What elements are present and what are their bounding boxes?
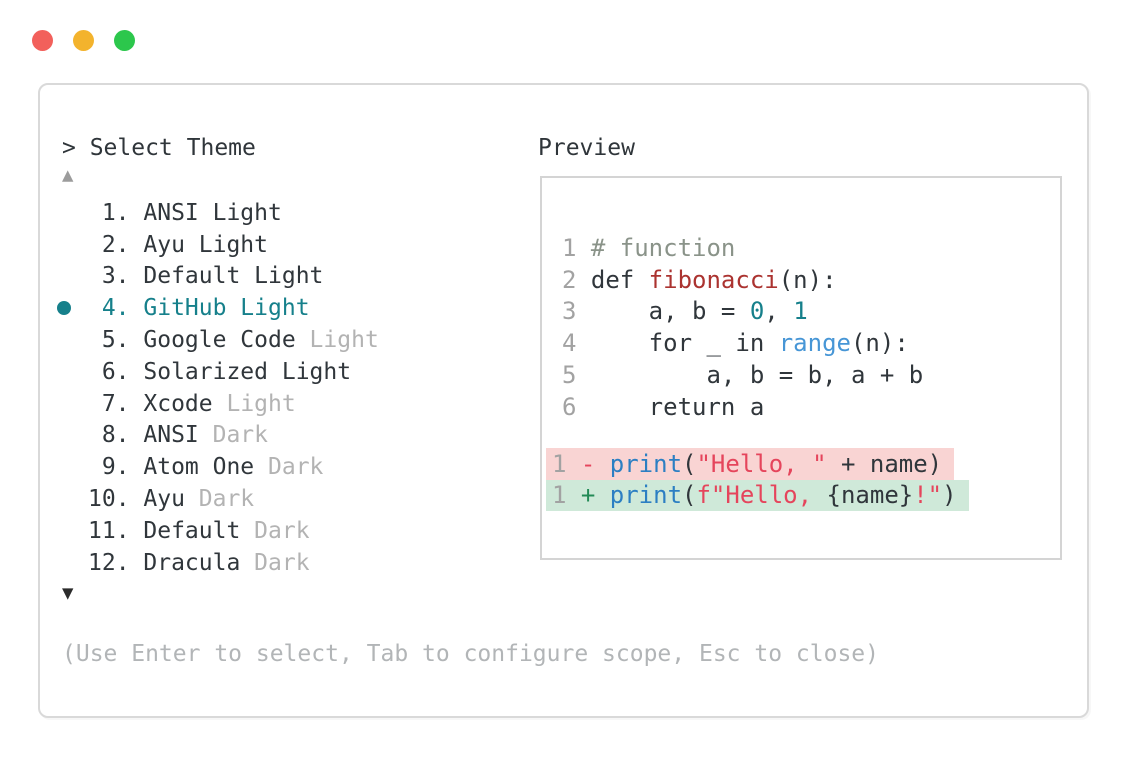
theme-number: 8. (101, 422, 130, 449)
code-line: 6 return a (562, 391, 1060, 423)
scroll-up-icon[interactable]: ▲ (62, 164, 74, 186)
theme-item-9[interactable]: 9. Atom One Dark (55, 451, 379, 483)
code-line: 3 a, b = 0, 1 (562, 296, 1060, 328)
code-line: 1 # function (562, 232, 1060, 264)
line-number: 6 (562, 392, 577, 421)
theme-number: 11. (88, 517, 130, 544)
theme-number: 1. (101, 199, 130, 226)
theme-picker-window: > Select Theme Preview ▲ 1. ANSI Light 2. A… (38, 83, 1089, 718)
diff-line-added: 1 + print(f"Hello, {name}!") (546, 479, 969, 512)
theme-name-variant: Dark (254, 454, 324, 481)
theme-name-variant: Dark (184, 486, 255, 513)
code-text: # function (590, 233, 736, 262)
code-text: - print("Hello, " + name) (580, 449, 943, 478)
theme-name: Ayu (143, 486, 185, 513)
code-text: a, b = b, a + b (590, 361, 924, 390)
code-line: 4 for _ in range(n): (562, 327, 1060, 359)
theme-name: Google Code (143, 327, 296, 354)
selection-marker (55, 301, 88, 316)
code-text: def fibonacci(n): (590, 265, 837, 294)
selected-bullet-icon (57, 301, 71, 316)
theme-number: 3. (101, 263, 130, 290)
scroll-down-icon[interactable]: ▼ (62, 582, 74, 604)
theme-name: Default Light (143, 263, 324, 290)
theme-name: Dracula (143, 549, 241, 576)
code-text: for _ in range(n): (590, 329, 909, 358)
line-number: 4 (562, 329, 577, 358)
diff-line-removed: 1 - print("Hello, " + name) (546, 447, 955, 480)
line-number: 5 (562, 361, 577, 390)
theme-item-5[interactable]: 5. Google Code Light (55, 324, 379, 356)
theme-item-12[interactable]: 12. Dracula Dark (55, 547, 379, 579)
line-number: 1 (552, 481, 567, 510)
theme-name-variant: Dark (240, 549, 310, 576)
code-text: a, b = 0, 1 (590, 297, 808, 326)
theme-number: 9. (101, 454, 130, 481)
theme-name-variant: Light (212, 390, 296, 417)
theme-name: ANSI (143, 422, 199, 449)
theme-item-1[interactable]: 1. ANSI Light (55, 197, 379, 229)
theme-number: 7. (101, 390, 130, 417)
theme-item-2[interactable]: 2. Ayu Light (55, 229, 379, 261)
line-number: 2 (562, 265, 577, 294)
theme-item-8[interactable]: 8. ANSI Dark (55, 420, 379, 452)
theme-number: 5. (101, 327, 130, 354)
minimize-button[interactable] (73, 30, 94, 51)
theme-name: Default (143, 517, 241, 544)
line-number: 3 (562, 297, 577, 326)
select-theme-prompt: > Select Theme (62, 135, 256, 161)
theme-item-6[interactable]: 6. Solarized Light (55, 356, 379, 388)
keyboard-hint: (Use Enter to select, Tab to configure s… (62, 641, 879, 667)
line-number: 1 (562, 233, 577, 262)
theme-name-variant: Dark (240, 517, 310, 544)
theme-name: GitHub Light (143, 295, 310, 322)
theme-item-4[interactable]: 4. GitHub Light (55, 292, 379, 324)
theme-number: 2. (101, 231, 130, 258)
code-line: 2 def fibonacci(n): (562, 264, 1060, 296)
theme-name: Xcode (143, 390, 213, 417)
theme-name-variant: Light (295, 327, 379, 354)
maximize-button[interactable] (114, 30, 135, 51)
preview-title: Preview (538, 135, 635, 161)
theme-name-variant: Dark (198, 422, 269, 449)
code-text: + print(f"Hello, {name}!") (580, 481, 957, 510)
theme-number: 10. (88, 486, 130, 513)
theme-item-11[interactable]: 11. Default Dark (55, 515, 379, 547)
code-line: 5 a, b = b, a + b (562, 359, 1060, 391)
theme-name: Solarized Light (143, 358, 352, 385)
blank-line (562, 423, 1060, 448)
close-button[interactable] (32, 30, 53, 51)
theme-name: Atom One (143, 454, 255, 481)
theme-name: Ayu Light (143, 231, 268, 258)
window-controls (32, 30, 135, 51)
theme-name: ANSI Light (143, 199, 282, 226)
theme-item-3[interactable]: 3. Default Light (55, 261, 379, 293)
line-number: 1 (552, 449, 567, 478)
theme-item-7[interactable]: 7. Xcode Light (55, 388, 379, 420)
theme-number: 4. (101, 295, 130, 322)
code-text: return a (590, 392, 765, 421)
theme-item-10[interactable]: 10. Ayu Dark (55, 483, 379, 515)
theme-number: 12. (88, 549, 130, 576)
theme-number: 6. (101, 358, 130, 385)
